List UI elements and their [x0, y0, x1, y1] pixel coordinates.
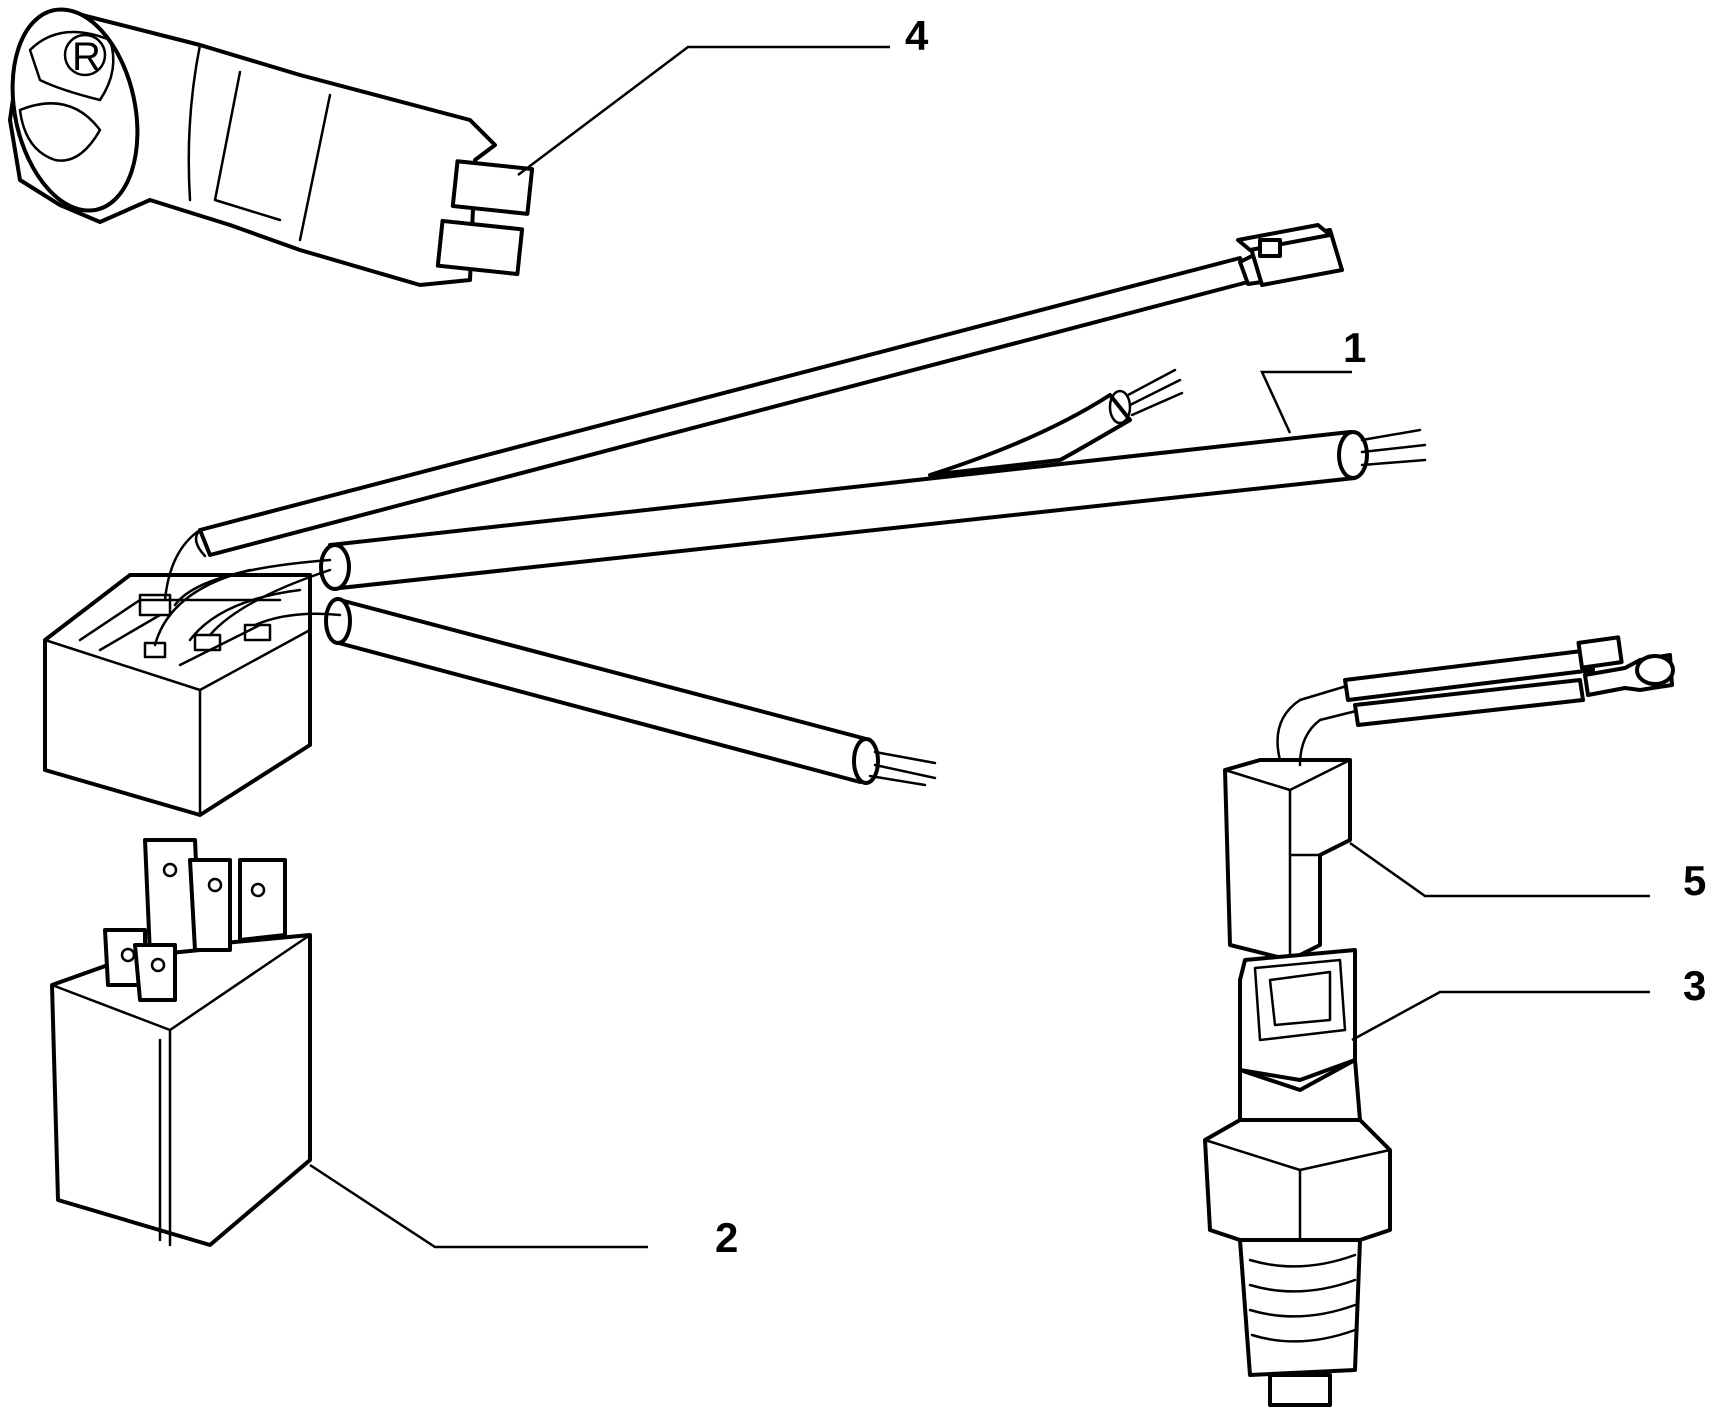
switch-part — [1203, 948, 1650, 1407]
callout-3: 3 — [1683, 962, 1706, 1009]
callout-5: 5 — [1683, 857, 1706, 904]
callout-4: 4 — [905, 12, 929, 59]
connector-part — [1223, 635, 1675, 962]
button-symbol-text: R — [72, 35, 101, 79]
callout-1: 1 — [1343, 324, 1366, 371]
push-button-part: R — [8, 7, 890, 287]
relay-part — [50, 838, 648, 1249]
harness-plug-connector — [1236, 223, 1344, 287]
callout-2: 2 — [715, 1214, 738, 1261]
wiring-harness-part — [43, 223, 1427, 817]
relay-socket — [43, 528, 342, 817]
